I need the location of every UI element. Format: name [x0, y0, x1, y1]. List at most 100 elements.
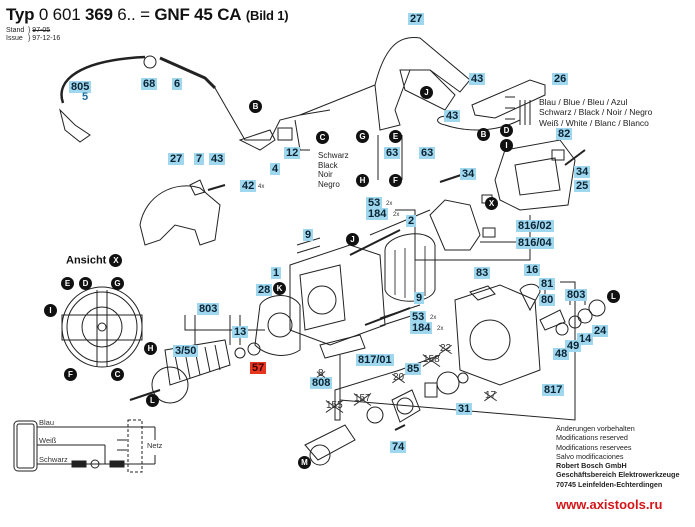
- circuit-label-schwarz: Schwarz: [39, 455, 68, 464]
- part-label-6[interactable]: 6: [172, 78, 183, 90]
- part-label-82[interactable]: 82: [556, 128, 573, 140]
- part-label-817[interactable]: 817: [542, 384, 565, 396]
- part-label-42[interactable]: 42: [240, 180, 257, 192]
- part-label-12[interactable]: 12: [284, 147, 301, 159]
- part-label-27[interactable]: 27: [168, 153, 185, 165]
- watermark-url[interactable]: www.axistools.ru: [556, 497, 663, 512]
- baffle-28-icon: [254, 295, 301, 356]
- part-label-13[interactable]: 13: [232, 326, 249, 338]
- part-label-184[interactable]: 184: [410, 322, 433, 334]
- brush-holder-view-x: [61, 286, 143, 368]
- part-label-43[interactable]: 43: [209, 153, 226, 165]
- part-label-24[interactable]: 24: [592, 325, 609, 337]
- ref-marker-m: M: [298, 456, 311, 469]
- black-wire-lead: [294, 119, 310, 151]
- part-label-9[interactable]: 9: [414, 292, 425, 304]
- cord-sleeve-icon: [159, 56, 217, 90]
- group-bracket-803: [184, 315, 265, 350]
- part-label-158-discontinued: 158: [423, 354, 440, 365]
- part-label-63[interactable]: 63: [384, 147, 401, 159]
- part-label-803[interactable]: 803: [197, 303, 220, 315]
- screw-53-icon: [349, 229, 401, 256]
- part-label-43[interactable]: 43: [444, 110, 461, 122]
- cover-26-icon: [471, 79, 546, 119]
- switch-bracket-icon: [277, 127, 293, 141]
- part-label-26[interactable]: 26: [552, 73, 569, 85]
- circuit-label-blau: Blau: [39, 418, 55, 427]
- quantity-note: 2x: [386, 201, 393, 207]
- part-label-53[interactable]: 53: [366, 197, 383, 209]
- ref-marker-c: C: [316, 131, 329, 144]
- gear-22-icon: [436, 371, 460, 395]
- part-label-43[interactable]: 43: [469, 73, 486, 85]
- part-label-27-top[interactable]: 27: [408, 13, 425, 25]
- part-label-157-discontinued: 157: [354, 393, 371, 404]
- seal-157-icon: [366, 406, 384, 424]
- bearing-13-icon: [234, 347, 246, 359]
- part-label-1[interactable]: 1: [271, 267, 282, 279]
- footer-notice: Änderungen vorbehalten Modifications res…: [556, 424, 680, 489]
- shim-9-icon: [296, 237, 321, 254]
- clip-82-icon: [551, 149, 565, 161]
- wire-color-blue: Blau / Blue / Bleu / Azul: [539, 97, 628, 107]
- fan-icon: [151, 366, 189, 404]
- ref-marker-e: E: [61, 277, 74, 290]
- page-title: Typ 0 601 369 6.. = GNF 45 CA (Bild 1): [6, 5, 289, 24]
- ref-marker-d: D: [500, 124, 513, 137]
- spindle-icon: [304, 424, 356, 461]
- issue-date-block: Stand} 97-05 Issue} 97-12-16: [6, 27, 61, 42]
- ref-marker-k: K: [273, 282, 286, 295]
- bearing-31-icon: [457, 372, 469, 384]
- part-label-28[interactable]: 28: [256, 284, 273, 296]
- part-label-48[interactable]: 48: [553, 348, 570, 360]
- part-label-2[interactable]: 2: [406, 215, 417, 227]
- part-label-68[interactable]: 68: [141, 78, 158, 90]
- part-label-63[interactable]: 63: [419, 147, 436, 159]
- switch-icon: [238, 129, 276, 151]
- ref-marker-c: C: [111, 368, 124, 381]
- part-label-805[interactable]: 805: [69, 81, 92, 93]
- part-label-80[interactable]: 80: [539, 294, 556, 306]
- part-label-81[interactable]: 81: [539, 278, 556, 290]
- part-label-184[interactable]: 184: [366, 208, 389, 220]
- part-label-4[interactable]: 4: [270, 163, 281, 175]
- switch-wire-icon: [214, 87, 331, 141]
- ref-marker-b: B: [249, 100, 262, 113]
- part-label-57-highlighted[interactable]: 57: [250, 362, 267, 374]
- ref-marker-f: F: [389, 174, 402, 187]
- part-label-3-50[interactable]: 3/50: [173, 345, 199, 357]
- part-label-816-02[interactable]: 816/02: [516, 220, 554, 232]
- ref-marker-b: B: [477, 128, 490, 141]
- part-label-83[interactable]: 83: [474, 267, 491, 279]
- ref-marker-i: I: [44, 304, 57, 317]
- part-label-808[interactable]: 808: [310, 377, 333, 389]
- handle-27-icon: [374, 37, 471, 131]
- part-label-85[interactable]: 85: [405, 363, 422, 375]
- part-label-5[interactable]: 5: [82, 91, 89, 103]
- part-label-817-01[interactable]: 817/01: [356, 354, 394, 366]
- washer-48-icon: [555, 322, 569, 336]
- part-label-31[interactable]: 31: [456, 403, 473, 415]
- part-label-155-discontinued: 155: [326, 400, 343, 411]
- part-label-53[interactable]: 53: [410, 311, 427, 323]
- part-label-25[interactable]: 25: [574, 180, 591, 192]
- part-label-816-04[interactable]: 816/04: [516, 237, 554, 249]
- part-label-16[interactable]: 16: [524, 264, 541, 276]
- view-x-heading: Ansicht X: [66, 254, 123, 267]
- sleeve-158-icon: [424, 382, 438, 398]
- part-label-7[interactable]: 7: [194, 153, 205, 165]
- handle-27-left-icon: [139, 185, 221, 246]
- ref-marker-l: L: [607, 290, 620, 303]
- part-label-803[interactable]: 803: [565, 289, 588, 301]
- part-label-34[interactable]: 34: [460, 168, 477, 180]
- knob-81-icon: [519, 283, 541, 312]
- part-label-9[interactable]: 9: [303, 229, 314, 241]
- quantity-note: 4x: [258, 184, 265, 190]
- part-label-34[interactable]: 34: [574, 166, 591, 178]
- part-label-22-discontinued: 22: [440, 343, 452, 354]
- ref-marker-j: J: [346, 233, 359, 246]
- ring-24-icon: [588, 299, 606, 317]
- quantity-note: 2x: [393, 212, 400, 218]
- part-label-74[interactable]: 74: [390, 441, 407, 453]
- ref-marker-l: L: [146, 394, 159, 407]
